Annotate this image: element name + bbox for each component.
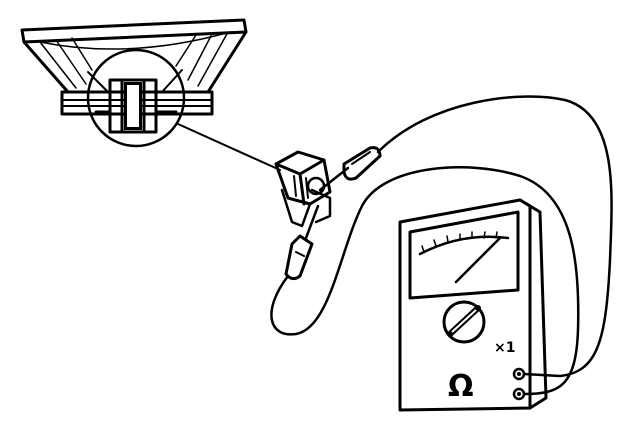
test-probe-icon bbox=[318, 146, 382, 192]
meter-needle bbox=[454, 236, 502, 284]
test-lead-red bbox=[376, 95, 613, 378]
test-lead-black bbox=[270, 166, 580, 396]
leader-line bbox=[177, 123, 281, 171]
multimeter-icon: ×1 Ω bbox=[398, 198, 548, 412]
speaker-icon bbox=[20, 18, 248, 148]
terminal-negative[interactable] bbox=[512, 387, 526, 401]
zero-adjust-knob[interactable] bbox=[442, 300, 486, 344]
test-probe-icon bbox=[284, 204, 320, 281]
range-label: ×1 bbox=[494, 340, 515, 356]
ohm-symbol: Ω bbox=[448, 369, 474, 404]
terminal-positive[interactable] bbox=[512, 367, 526, 381]
